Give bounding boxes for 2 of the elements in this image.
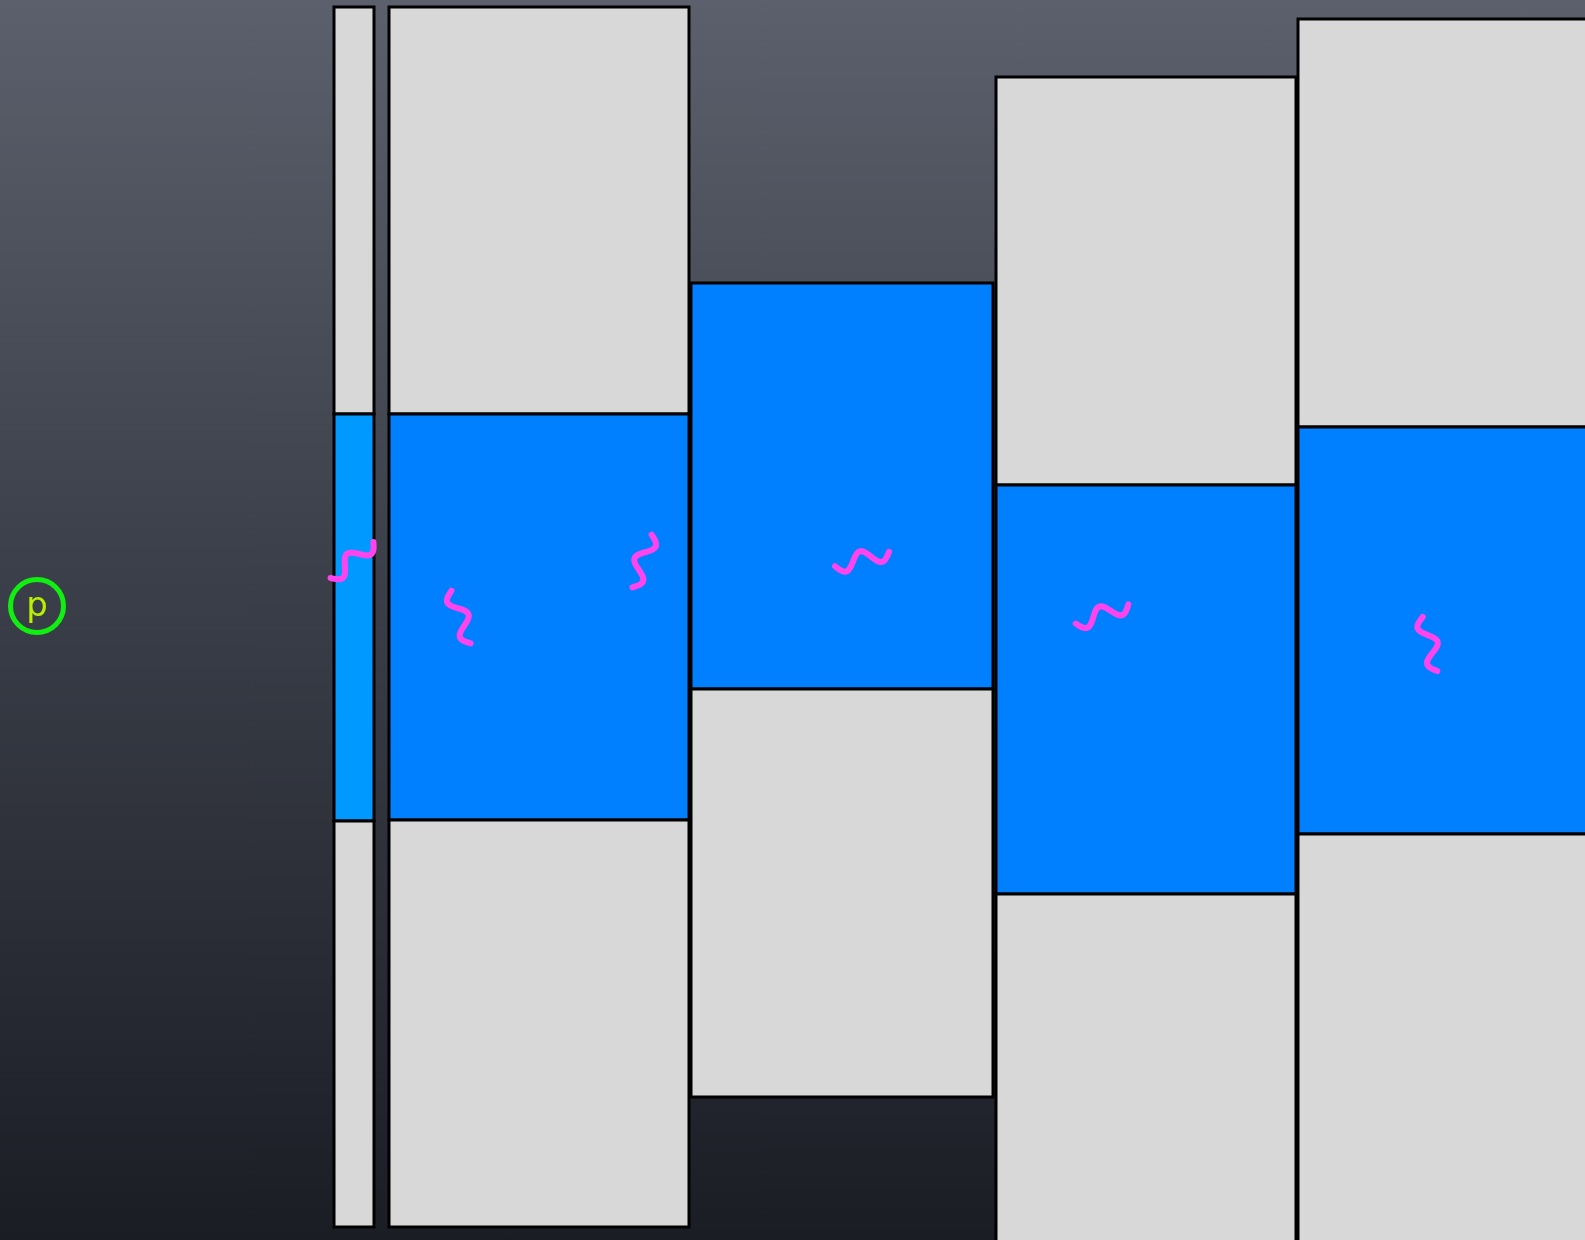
node-label: p: [26, 587, 48, 621]
circle-node: [8, 577, 66, 635]
